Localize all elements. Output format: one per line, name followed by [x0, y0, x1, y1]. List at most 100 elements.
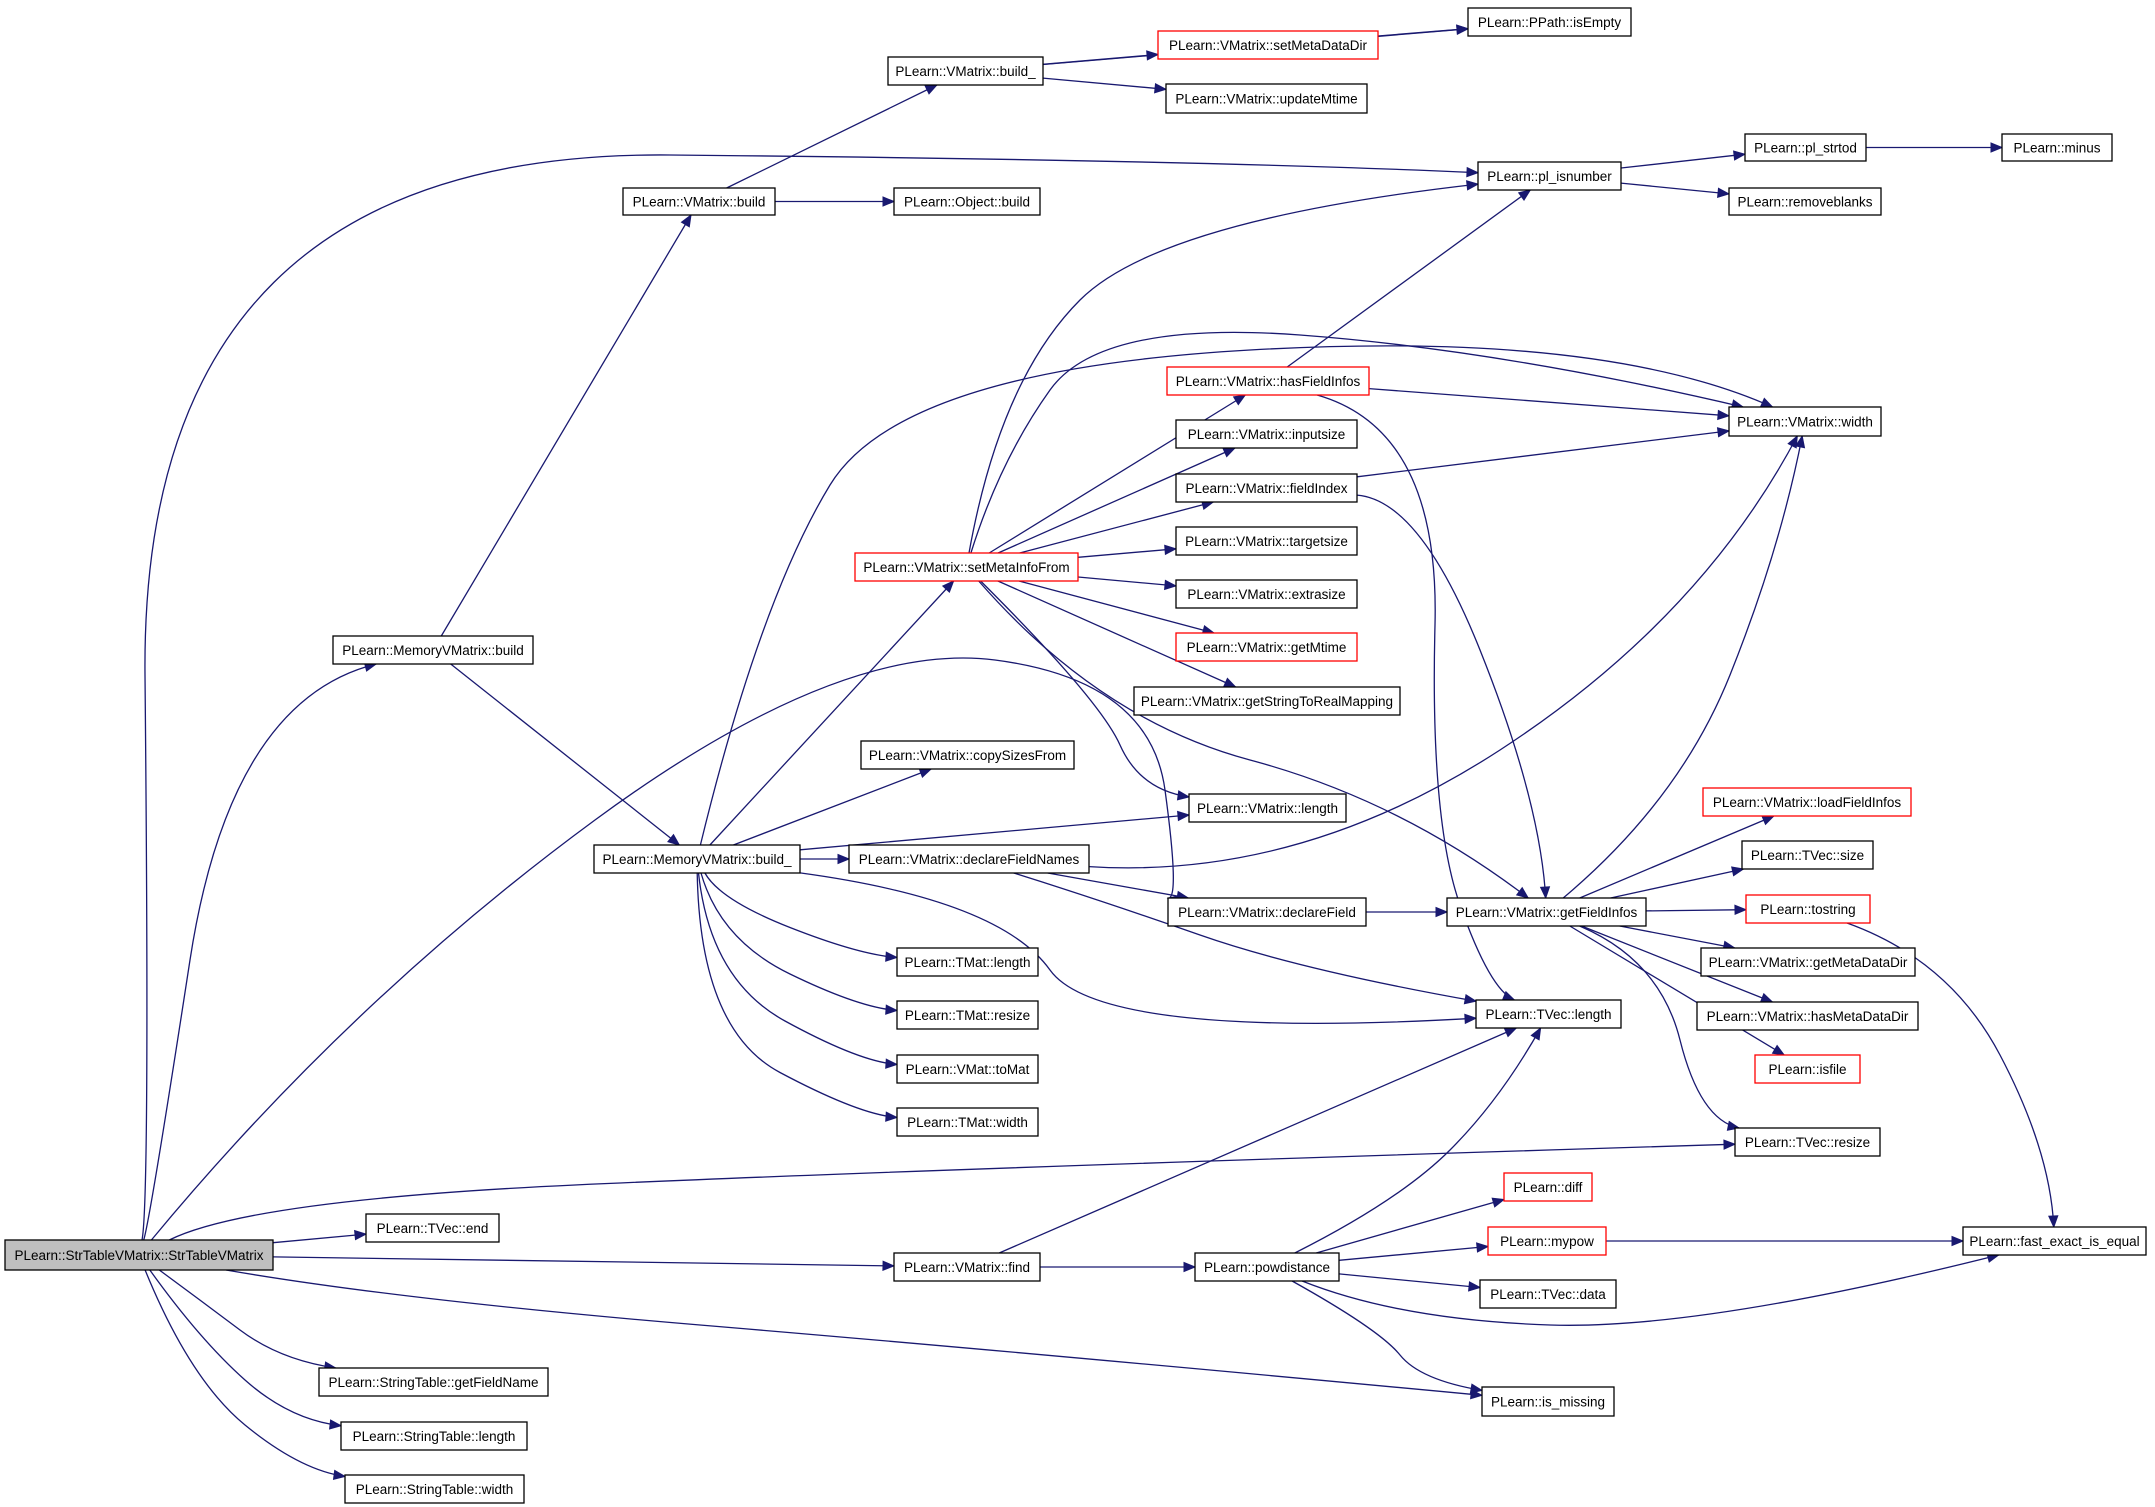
- node-label[interactable]: PLearn::TVec::length: [1485, 1007, 1611, 1022]
- node-label[interactable]: PLearn::VMatrix::setMetaDataDir: [1169, 38, 1368, 53]
- node-box[interactable]: [1741, 840, 1874, 870]
- node-label[interactable]: PLearn::TMat::width: [907, 1115, 1028, 1130]
- node-label[interactable]: PLearn::VMat::toMat: [906, 1062, 1030, 1077]
- node-label[interactable]: PLearn::StringTable::getFieldName: [328, 1375, 538, 1390]
- node-box[interactable]: [1133, 686, 1401, 716]
- node-box[interactable]: [848, 844, 1090, 874]
- node-box[interactable]: [1165, 83, 1368, 114]
- node-setmetainfofrom[interactable]: PLearn::VMatrix::setMetaInfoFrom: [854, 552, 1079, 582]
- node-extrasize[interactable]: PLearn::VMatrix::extrasize: [1175, 579, 1358, 609]
- node-box[interactable]: [1487, 1226, 1607, 1256]
- node-box[interactable]: [1175, 419, 1358, 449]
- node-hasfieldinfos[interactable]: PLearn::VMatrix::hasFieldInfos: [1166, 366, 1370, 396]
- node-label[interactable]: PLearn::VMatrix::length: [1197, 801, 1338, 816]
- node-box[interactable]: [344, 1474, 525, 1504]
- node-isfile[interactable]: PLearn::isfile: [1754, 1054, 1861, 1084]
- node-tmat-resize[interactable]: PLearn::TMat::resize: [896, 1000, 1039, 1030]
- node-label[interactable]: PLearn::TMat::length: [904, 955, 1030, 970]
- node-box[interactable]: [622, 187, 776, 216]
- node-tvec-length[interactable]: PLearn::TVec::length: [1475, 999, 1622, 1029]
- node-inputsize[interactable]: PLearn::VMatrix::inputsize: [1175, 419, 1358, 449]
- node-diff[interactable]: PLearn::diff: [1503, 1172, 1593, 1202]
- node-label[interactable]: PLearn::StringTable::length: [353, 1429, 516, 1444]
- node-label[interactable]: PLearn::isfile: [1768, 1062, 1846, 1077]
- node-box[interactable]: [1728, 406, 1882, 437]
- node-st-length[interactable]: PLearn::StringTable::length: [340, 1421, 528, 1451]
- node-box[interactable]: [1166, 366, 1370, 396]
- node-updatemtime[interactable]: PLearn::VMatrix::updateMtime: [1165, 83, 1368, 114]
- node-label[interactable]: PLearn::fast_exact_is_equal: [1969, 1234, 2139, 1249]
- node-tmat-length[interactable]: PLearn::TMat::length: [896, 947, 1039, 977]
- node-label[interactable]: PLearn::VMatrix::hasMetaDataDir: [1707, 1009, 1909, 1024]
- node-box[interactable]: [1744, 133, 1867, 162]
- node-box[interactable]: [1479, 1279, 1617, 1309]
- node-removeblanks[interactable]: PLearn::removeblanks: [1728, 187, 1882, 216]
- node-is-missing[interactable]: PLearn::is_missing: [1481, 1386, 1615, 1417]
- node-box[interactable]: [1467, 7, 1632, 37]
- node-getstringtorealmapping[interactable]: PLearn::VMatrix::getStringToRealMapping: [1133, 686, 1401, 716]
- node-label[interactable]: PLearn::VMatrix::loadFieldInfos: [1713, 795, 1902, 810]
- node-targetsize[interactable]: PLearn::VMatrix::targetsize: [1175, 526, 1358, 556]
- node-mem-build-[interactable]: PLearn::MemoryVMatrix::build_: [593, 844, 801, 874]
- node-box[interactable]: [896, 1054, 1039, 1084]
- node-loadfieldinfos[interactable]: PLearn::VMatrix::loadFieldInfos: [1702, 787, 1912, 817]
- node-label[interactable]: PLearn::TVec::end: [377, 1221, 489, 1236]
- node-box[interactable]: [1503, 1172, 1593, 1202]
- node-box[interactable]: [1477, 161, 1622, 191]
- node-box[interactable]: [1702, 787, 1912, 817]
- node-hasmetadatadir[interactable]: PLearn::VMatrix::hasMetaDataDir: [1696, 1001, 1919, 1031]
- node-box[interactable]: [1734, 1127, 1881, 1157]
- node-tvec-data[interactable]: PLearn::TVec::data: [1479, 1279, 1617, 1309]
- node-box[interactable]: [1728, 187, 1882, 216]
- node-label[interactable]: PLearn::TMat::resize: [905, 1008, 1030, 1023]
- node-box[interactable]: [854, 552, 1079, 582]
- node-box[interactable]: [1188, 793, 1347, 823]
- node-box[interactable]: [887, 56, 1044, 86]
- node-st-getfieldname[interactable]: PLearn::StringTable::getFieldName: [318, 1367, 549, 1397]
- node-box[interactable]: [1175, 473, 1358, 503]
- node-copysizesfrom[interactable]: PLearn::VMatrix::copySizesFrom: [860, 740, 1075, 770]
- node-label[interactable]: PLearn::pl_strtod: [1754, 141, 1857, 156]
- node-box[interactable]: [318, 1367, 549, 1397]
- node-box[interactable]: [1194, 1252, 1340, 1282]
- node-tvec-resize[interactable]: PLearn::TVec::resize: [1734, 1127, 1881, 1157]
- node-setmetadatadir[interactable]: PLearn::VMatrix::setMetaDataDir: [1157, 30, 1379, 60]
- node-label[interactable]: PLearn::is_missing: [1491, 1395, 1605, 1410]
- node-label[interactable]: PLearn::diff: [1514, 1180, 1583, 1195]
- node-pl-isnumber[interactable]: PLearn::pl_isnumber: [1477, 161, 1622, 191]
- node-label[interactable]: PLearn::VMatrix::setMetaInfoFrom: [863, 560, 1069, 575]
- node-label[interactable]: PLearn::StringTable::width: [356, 1482, 514, 1497]
- node-object-build[interactable]: PLearn::Object::build: [893, 187, 1041, 216]
- node-vm-build[interactable]: PLearn::VMatrix::build: [622, 187, 776, 216]
- node-label[interactable]: PLearn::pl_isnumber: [1487, 169, 1612, 184]
- node-label[interactable]: PLearn::mypow: [1500, 1234, 1594, 1249]
- node-label[interactable]: PLearn::powdistance: [1204, 1260, 1330, 1275]
- node-ppath-isempty[interactable]: PLearn::PPath::isEmpty: [1467, 7, 1632, 37]
- node-box[interactable]: [1167, 897, 1367, 927]
- node-box[interactable]: [1745, 894, 1871, 924]
- node-label[interactable]: PLearn::VMatrix::extrasize: [1187, 587, 1345, 602]
- node-box[interactable]: [1446, 897, 1647, 927]
- node-label[interactable]: PLearn::VMatrix::updateMtime: [1175, 92, 1357, 107]
- node-tostring[interactable]: PLearn::tostring: [1745, 894, 1871, 924]
- node-label[interactable]: PLearn::VMatrix::hasFieldInfos: [1176, 374, 1361, 389]
- node-box[interactable]: [1175, 632, 1358, 662]
- node-box[interactable]: [1696, 1001, 1919, 1031]
- node-st-width[interactable]: PLearn::StringTable::width: [344, 1474, 525, 1504]
- node-label[interactable]: PLearn::VMatrix::build_: [895, 64, 1036, 79]
- node-box[interactable]: [4, 1239, 274, 1271]
- node-label[interactable]: PLearn::tostring: [1760, 902, 1855, 917]
- node-box[interactable]: [593, 844, 801, 874]
- node-fieldindex[interactable]: PLearn::VMatrix::fieldIndex: [1175, 473, 1358, 503]
- node-label[interactable]: PLearn::VMatrix::getFieldInfos: [1456, 905, 1638, 920]
- node-box[interactable]: [896, 1000, 1039, 1030]
- node-box[interactable]: [1962, 1226, 2147, 1256]
- node-label[interactable]: PLearn::VMatrix::declareFieldNames: [859, 852, 1080, 867]
- node-label[interactable]: PLearn::Object::build: [904, 195, 1030, 210]
- node-box[interactable]: [365, 1213, 500, 1243]
- node-label[interactable]: PLearn::StrTableVMatrix::StrTableVMatrix: [14, 1248, 263, 1263]
- node-label[interactable]: PLearn::VMatrix::getMtime: [1187, 640, 1347, 655]
- node-box[interactable]: [1481, 1386, 1615, 1417]
- node-label[interactable]: PLearn::TVec::size: [1751, 848, 1864, 863]
- node-tmat-width[interactable]: PLearn::TMat::width: [896, 1107, 1039, 1137]
